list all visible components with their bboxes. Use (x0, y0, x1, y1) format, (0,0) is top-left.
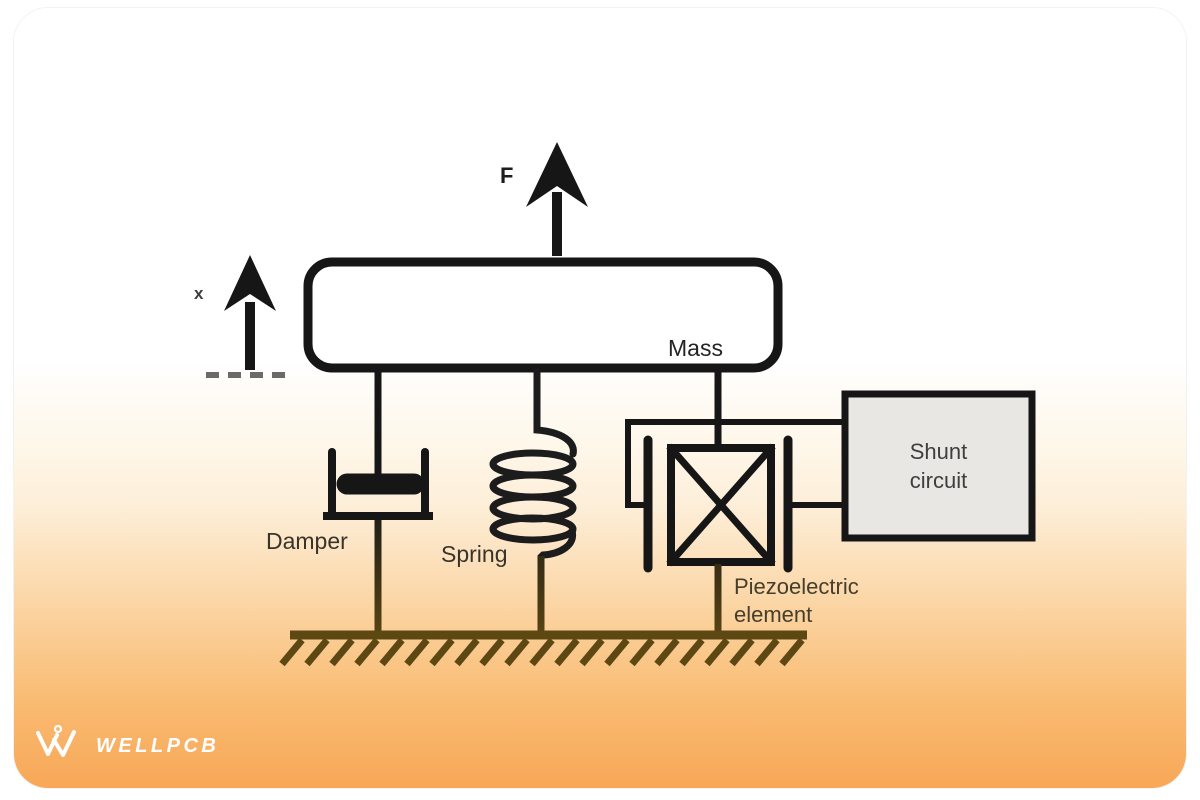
piezo-label: Piezoelectric element (734, 573, 859, 629)
shunt-label-line1: Shunt (909, 439, 968, 464)
piezo-label-line2: element (734, 602, 813, 627)
ground-hatching (279, 637, 805, 667)
force-label: F (500, 163, 514, 188)
wellpcb-w-icon (36, 724, 76, 757)
shunt-label-line2: circuit (909, 468, 968, 493)
up-arrow-icon (526, 142, 588, 207)
shunt-circuit-box (841, 390, 1036, 542)
piezo-label-line1: Piezoelectric (734, 574, 859, 599)
damper-label: Damper (266, 528, 348, 554)
logo-text: WELLPCB (96, 734, 220, 757)
piezo-to-shunt-top-wire (625, 419, 845, 508)
up-arrow-icon (224, 255, 276, 311)
mass-label: Mass (668, 335, 723, 361)
piezo-element-cross (666, 443, 776, 567)
spring-label: Spring (441, 541, 508, 567)
spring-top-connector (533, 368, 577, 458)
shunt-circuit-label: Shunt circuit (845, 394, 1032, 538)
spring-coil-loop (489, 514, 577, 544)
mass-block (303, 257, 783, 373)
spring-bottom-connector (537, 527, 577, 564)
wellpcb-logo: WELLPCB (34, 722, 219, 760)
piezo-element-box (667, 444, 775, 566)
displacement-label: x (194, 284, 204, 303)
